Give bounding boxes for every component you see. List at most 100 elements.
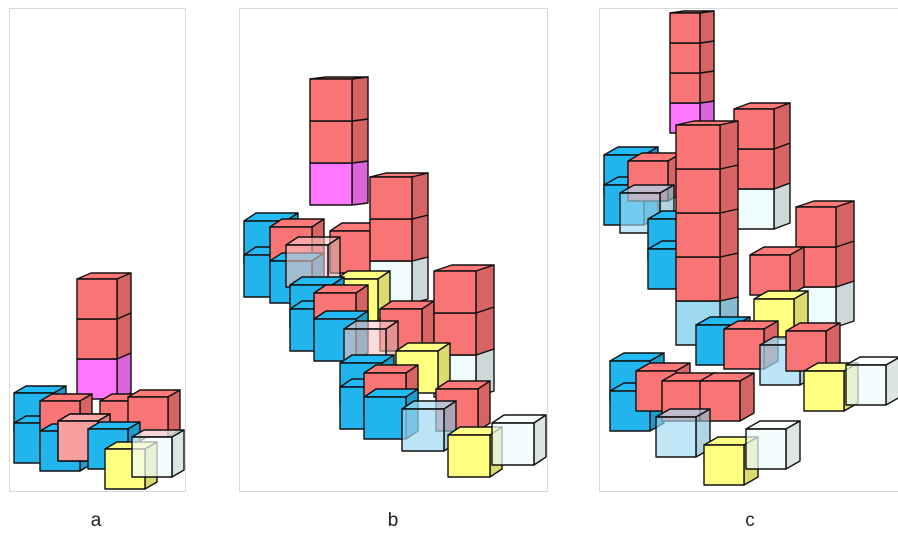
- panel-a: [9, 8, 186, 492]
- cube: [309, 118, 369, 164]
- cube-side-face: [773, 102, 791, 150]
- caption-c: c: [745, 510, 755, 531]
- cube-scene-c: [603, 10, 898, 486]
- cube: [845, 356, 898, 406]
- cube-front-face: [369, 176, 413, 220]
- cube: [675, 208, 739, 258]
- cube: [369, 172, 429, 220]
- cube: [76, 312, 132, 360]
- cube: [675, 164, 739, 214]
- cube-side-face: [773, 142, 791, 190]
- cube: [669, 70, 715, 104]
- cube: [309, 160, 369, 206]
- caption-b: b: [387, 510, 399, 531]
- cube-side-face: [699, 70, 715, 104]
- cube-side-face: [835, 280, 855, 328]
- cube-side-face: [351, 118, 369, 164]
- cube: [675, 252, 739, 302]
- cube: [433, 264, 495, 314]
- cube: [131, 429, 185, 478]
- cube: [76, 272, 132, 320]
- cube: [795, 240, 855, 288]
- cube-side-face: [411, 214, 429, 262]
- cube-front-face: [675, 168, 721, 214]
- cube-front-face: [309, 120, 353, 164]
- cube: [733, 182, 791, 230]
- cube-front-face: [131, 436, 173, 478]
- cube-side-face: [477, 380, 491, 432]
- cube-front-face: [401, 408, 445, 452]
- cube-side-face: [785, 420, 801, 470]
- cube-side-face: [739, 372, 755, 422]
- cube-side-face: [773, 182, 791, 230]
- cube-side-face: [475, 306, 495, 356]
- cube-side-face: [699, 10, 715, 44]
- cube: [785, 322, 841, 372]
- cube-front-face: [733, 188, 775, 230]
- cube-front-face: [675, 212, 721, 258]
- cube: [369, 214, 429, 262]
- cube-front-face: [309, 162, 353, 206]
- cube: [491, 414, 547, 466]
- cube: [669, 10, 715, 44]
- cube-front-face: [703, 444, 745, 486]
- cube: [749, 246, 805, 296]
- cube-front-face: [433, 270, 477, 314]
- cube-front-face: [76, 318, 118, 360]
- cube: [619, 184, 675, 234]
- cube-front-face: [447, 434, 491, 478]
- cube-front-face: [733, 148, 775, 190]
- cube-front-face: [795, 206, 837, 248]
- cube-side-face: [475, 264, 495, 314]
- cube-front-face: [723, 328, 765, 370]
- cube-front-face: [745, 428, 787, 470]
- panel-b: [239, 8, 548, 492]
- cube-front-face: [669, 72, 701, 104]
- cube-front-face: [655, 416, 697, 458]
- cube-front-face: [369, 218, 413, 262]
- cube-side-face: [699, 40, 715, 74]
- cube-side-face: [116, 352, 132, 400]
- cube: [699, 372, 755, 422]
- cube-side-face: [789, 246, 805, 296]
- cube: [745, 420, 801, 470]
- cube-side-face: [411, 256, 429, 304]
- cube: [675, 120, 739, 170]
- cube-side-face: [885, 357, 898, 406]
- cube-front-face: [675, 124, 721, 170]
- cube-side-face: [411, 172, 429, 220]
- cube-front-face: [491, 422, 535, 466]
- cube-front-face: [669, 42, 701, 74]
- cube-side-face: [719, 164, 739, 214]
- cube-scene-b: [243, 76, 547, 478]
- cube-front-face: [675, 256, 721, 302]
- cube-side-face: [719, 208, 739, 258]
- cube-scene-a: [13, 272, 185, 490]
- cube-front-face: [363, 396, 407, 440]
- cube-front-face: [749, 254, 791, 296]
- cube: [733, 102, 791, 150]
- cube: [669, 40, 715, 74]
- cube: [309, 76, 369, 122]
- cube: [733, 142, 791, 190]
- cube-front-face: [669, 12, 701, 44]
- panel-c: [599, 8, 898, 492]
- cube-side-face: [719, 120, 739, 170]
- cube-front-face: [733, 108, 775, 150]
- cube-side-face: [116, 312, 132, 360]
- cube-side-face: [719, 252, 739, 302]
- cube-side-face: [835, 200, 855, 248]
- cube-front-face: [845, 364, 887, 406]
- cube-front-face: [803, 370, 845, 412]
- cube-side-face: [171, 429, 185, 478]
- cube-side-face: [351, 160, 369, 206]
- cube-side-face: [835, 240, 855, 288]
- cube-front-face: [76, 278, 118, 320]
- cube-side-face: [116, 272, 132, 320]
- cube: [795, 200, 855, 248]
- cube-side-face: [533, 414, 547, 466]
- cube-front-face: [76, 358, 118, 400]
- cube-front-face: [309, 78, 353, 122]
- cube-side-face: [351, 76, 369, 122]
- cube: [76, 352, 132, 400]
